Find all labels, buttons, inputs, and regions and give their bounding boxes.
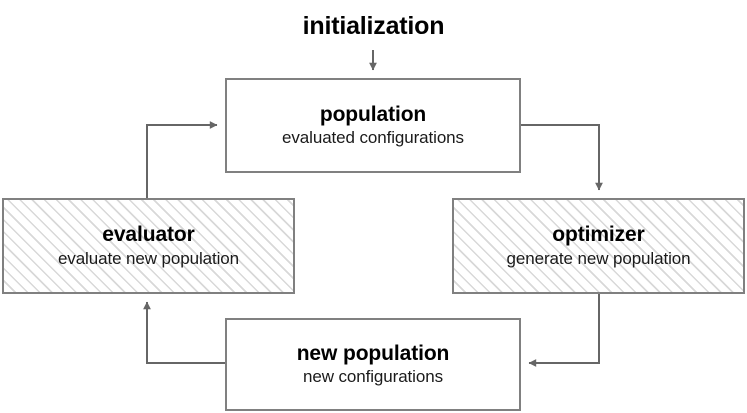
node-optimizer-subtitle: generate new population [506,248,691,268]
node-population-subtitle: evaluated configurations [282,128,464,148]
node-evaluator[interactable]: evaluator evaluate new population [2,198,295,294]
node-population-title: population [319,102,427,126]
node-new-population[interactable]: new population new configurations [225,318,521,411]
initialization-label: initialization [302,12,445,40]
edge-population-to-optimizer [521,124,603,191]
node-evaluator-subtitle: evaluate new population [57,248,240,268]
node-new-population-title: new population [296,341,450,365]
edge-evaluator-to-population [146,121,218,198]
node-evaluator-title: evaluator [102,223,195,247]
node-optimizer[interactable]: optimizer generate new population [452,198,745,294]
node-new-population-subtitle: new configurations [303,367,443,387]
edge-new-population-to-evaluator [143,301,225,364]
edge-optimizer-to-new-population [528,294,600,367]
node-population[interactable]: population evaluated configurations [225,78,521,173]
node-optimizer-title: optimizer [552,223,645,247]
